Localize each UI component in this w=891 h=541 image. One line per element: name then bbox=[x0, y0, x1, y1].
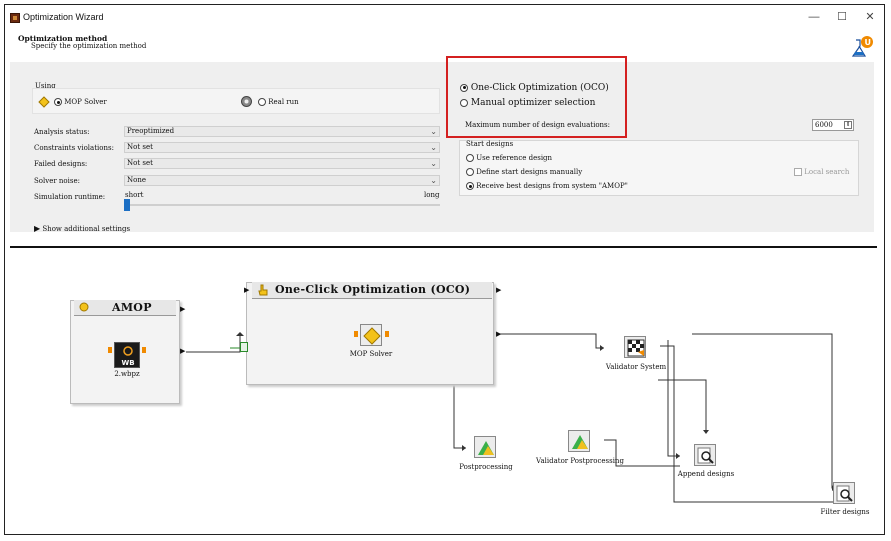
wb-output-port[interactable] bbox=[142, 347, 146, 353]
show-additional-toggle[interactable]: ▶ Show additional settings bbox=[34, 224, 131, 233]
hand-pointer-icon bbox=[258, 284, 268, 296]
minimize-button[interactable]: — bbox=[808, 11, 820, 23]
runtime-min-label: short bbox=[125, 191, 144, 199]
validator-postprocessing-label: Validator Postprocessing bbox=[536, 457, 624, 465]
oco-radio[interactable]: One-Click Optimization (OCO) bbox=[460, 83, 609, 93]
svg-text:WB: WB bbox=[121, 359, 134, 367]
local-search-checkbox[interactable]: Local search bbox=[794, 168, 849, 176]
amop-title: AMOP bbox=[112, 301, 152, 314]
link-marker-icon bbox=[240, 342, 248, 352]
mop-solver-node-icon[interactable] bbox=[360, 324, 382, 346]
filter-designs-label: Filter designs bbox=[820, 508, 870, 516]
mop-input-port[interactable] bbox=[354, 331, 358, 337]
filter-designs-icon[interactable] bbox=[833, 482, 855, 504]
page-title: Optimization method bbox=[18, 34, 108, 43]
window-title: Optimization Wizard bbox=[23, 12, 104, 22]
max-evals-spinner[interactable]: 6000⇕ bbox=[812, 119, 854, 131]
workbench-icon[interactable]: WB bbox=[114, 342, 140, 368]
mop-solver-label: MOP Solver bbox=[349, 350, 393, 358]
start-designs-title: Start designs bbox=[466, 140, 514, 148]
validator-system-icon[interactable] bbox=[624, 336, 646, 358]
oco-port-arrow-icon: ▶ bbox=[496, 330, 502, 338]
page-subtitle: Specify the optimization method bbox=[31, 42, 147, 50]
flask-icon: U bbox=[850, 34, 874, 58]
real-run-radio[interactable]: Real run bbox=[258, 98, 299, 106]
section-divider bbox=[10, 246, 877, 248]
receive-best-radio[interactable]: Receive best designs from system "AMOP" bbox=[466, 182, 628, 190]
amop-star-icon bbox=[79, 302, 89, 312]
wb-label: 2.wbpz bbox=[114, 370, 140, 378]
define-manually-radio[interactable]: Define start designs manually bbox=[466, 168, 582, 176]
postprocessing-node-icon[interactable] bbox=[474, 436, 496, 458]
solver-noise-label: Solver noise: bbox=[34, 177, 80, 185]
failed-designs-label: Failed designs: bbox=[34, 160, 88, 168]
using-label: Using bbox=[35, 82, 56, 90]
solver-noise-select[interactable]: None⌄ bbox=[124, 175, 440, 186]
amop-header bbox=[74, 300, 176, 316]
mop-solver-radio[interactable]: MOP Solver bbox=[54, 98, 107, 106]
title-bar bbox=[5, 5, 884, 29]
use-reference-radio[interactable]: Use reference design bbox=[466, 154, 552, 162]
runtime-max-label: long bbox=[424, 191, 440, 199]
runtime-label: Simulation runtime: bbox=[34, 193, 106, 201]
constraints-select[interactable]: Not set⌄ bbox=[124, 142, 440, 153]
app-icon bbox=[10, 13, 20, 23]
amop-port-arrow-icon: ▶ bbox=[180, 347, 186, 355]
max-evals-label: Maximum number of design evaluations: bbox=[465, 121, 611, 129]
mop-output-port[interactable] bbox=[385, 331, 389, 337]
spinner-arrows-icon[interactable]: ⇕ bbox=[844, 121, 852, 129]
oco-title: One-Click Optimization (OCO) bbox=[275, 283, 471, 296]
runtime-slider-track[interactable] bbox=[124, 204, 440, 206]
amop-output-arrow-icon: ▶ bbox=[180, 305, 186, 313]
validator-system-label: Validator System bbox=[605, 363, 667, 371]
postprocessing-label: Postprocessing bbox=[459, 463, 513, 471]
gear-icon bbox=[240, 95, 253, 108]
analysis-status-select[interactable]: Preoptimized⌄ bbox=[124, 126, 440, 137]
constraints-label: Constraints violations: bbox=[34, 144, 114, 152]
oco-input-arrow-icon: ▶ bbox=[244, 286, 250, 294]
runtime-slider-thumb[interactable] bbox=[124, 199, 130, 211]
failed-designs-select[interactable]: Not set⌄ bbox=[124, 158, 440, 169]
close-button[interactable]: ✕ bbox=[865, 11, 875, 23]
highlight-box bbox=[446, 56, 627, 138]
oco-header bbox=[252, 282, 492, 299]
expand-arrow-icon: ▶ bbox=[34, 224, 41, 233]
start-designs-group bbox=[459, 140, 859, 196]
mop-solver-icon bbox=[38, 96, 50, 108]
using-group bbox=[32, 88, 440, 114]
append-designs-label: Append designs bbox=[677, 470, 735, 478]
maximize-button[interactable]: ☐ bbox=[837, 11, 847, 23]
manual-optimizer-radio[interactable]: Manual optimizer selection bbox=[460, 98, 595, 108]
validator-postprocessing-icon[interactable] bbox=[568, 430, 590, 452]
append-designs-icon[interactable] bbox=[694, 444, 716, 466]
oco-output-arrow-icon: ▶ bbox=[496, 286, 502, 294]
svg-text:U: U bbox=[865, 38, 872, 47]
wb-input-port[interactable] bbox=[108, 347, 112, 353]
analysis-status-label: Analysis status: bbox=[34, 128, 90, 136]
